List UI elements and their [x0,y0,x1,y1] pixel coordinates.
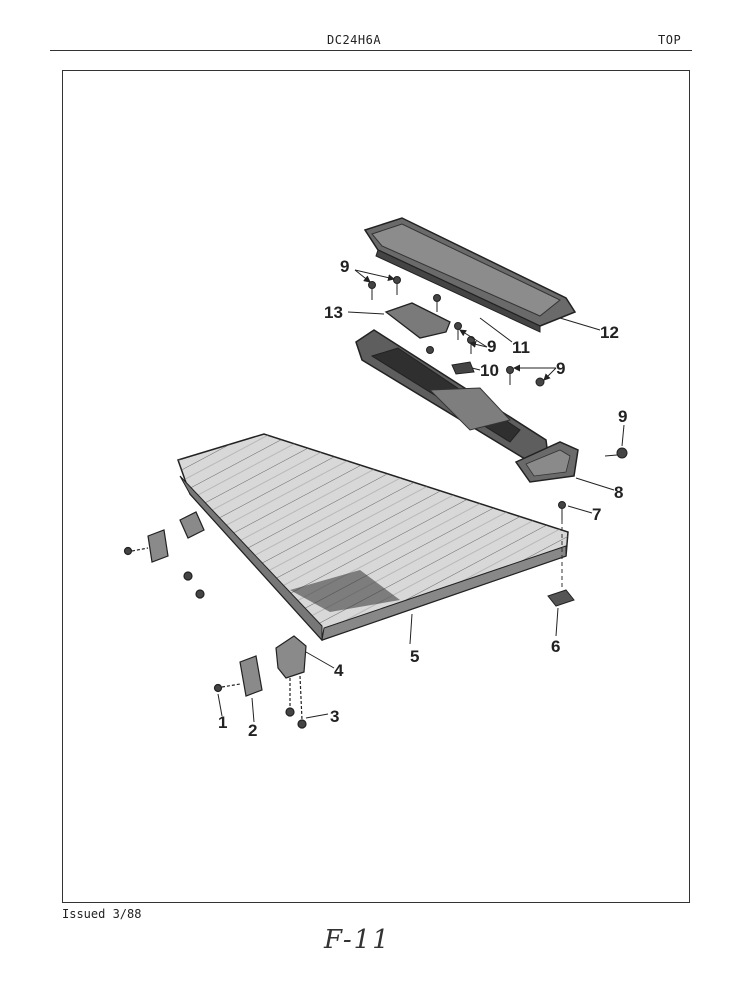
screw-part-3b [297,719,307,729]
hinge-plate-part-2 [239,655,263,697]
callout-4: 4 [334,661,344,680]
front-hinge-assembly [213,635,307,729]
callout-2: 2 [248,721,257,740]
screw-part-3a [285,707,295,717]
hinge-part-4 [275,635,307,679]
diagram-frame [62,70,690,903]
callout-6: 6 [551,637,560,656]
callout-9-top: 9 [340,257,349,276]
callout-8: 8 [614,483,623,502]
callout-7: 7 [592,505,601,524]
leader-lines [217,269,625,723]
callout-9-right: 9 [556,359,565,378]
callout-9-end: 9 [618,407,627,426]
header-rule [50,50,692,51]
clip-part-10 [451,361,475,375]
callout-10: 10 [480,361,499,380]
callout-5: 5 [410,647,419,666]
callout-11: 11 [512,338,530,357]
end-cap-part-8 [514,441,579,483]
callout-13: 13 [324,303,343,322]
trim-cap-part-12 [363,217,577,333]
callout-9-middle: 9 [487,337,496,356]
bracket-part-13 [384,302,451,339]
clip-nut-part-6 [547,589,575,607]
worktop-part-5 [177,433,569,642]
screw-part-1 [213,683,223,693]
handwritten-page-note: F-11 [324,925,391,955]
callout-labels: 9 13 12 11 9 10 9 9 8 7 5 6 4 1 2 3 [218,257,627,740]
callout-1: 1 [218,713,227,732]
model-number: DC24H6A [327,33,382,47]
rear-hinge-brackets [123,511,205,599]
callout-3: 3 [330,707,339,726]
section-title: TOP [658,33,682,47]
callout-12: 12 [600,323,619,342]
issued-date: Issued 3/88 [62,907,142,921]
